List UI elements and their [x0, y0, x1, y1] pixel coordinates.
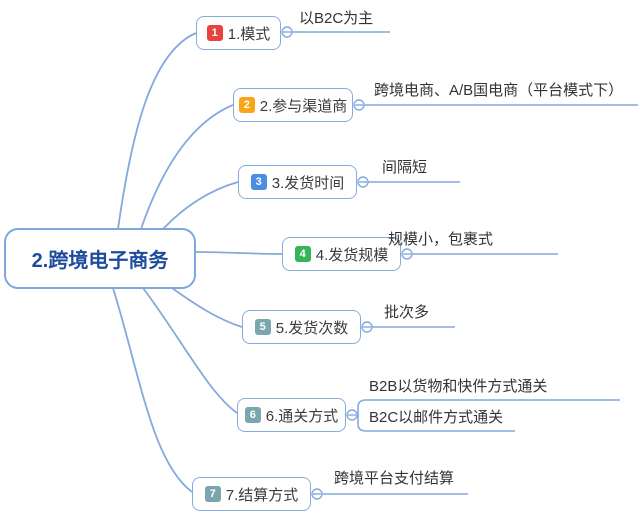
collapse-handle[interactable]	[346, 409, 358, 421]
branch-topic-6[interactable]: 6 6.通关方式	[237, 398, 346, 432]
root-topic-label: 2.跨境电子商务	[31, 250, 169, 272]
branch-topic-label: 2.参与渠道商	[259, 97, 348, 115]
branch-topic-label: 1.模式	[227, 25, 271, 43]
priority-badge: 2	[238, 97, 255, 113]
branch-topic-3[interactable]: 3 3.发货时间	[238, 165, 357, 199]
branch-topic-label: 3.发货时间	[271, 174, 345, 192]
subtopic-label[interactable]: B2B以货物和快件方式通关	[369, 378, 548, 395]
branch-curve	[171, 287, 243, 328]
collapse-handle[interactable]	[311, 488, 323, 500]
subtopic-label[interactable]: 批次多	[384, 304, 430, 321]
collapse-handle[interactable]	[361, 321, 373, 333]
branch-curve	[142, 287, 238, 414]
subtopic-label[interactable]: B2C以邮件方式通关	[369, 409, 504, 426]
branch-topic-label: 7.结算方式	[225, 486, 299, 504]
subtopic-label[interactable]: 跨境平台支付结算	[334, 470, 455, 487]
subtopic-label[interactable]: 跨境电商、A/B国电商（平台模式下）	[374, 82, 624, 99]
branch-topic-label: 5.发货次数	[275, 319, 349, 337]
subtopic-label[interactable]: 间隔短	[382, 159, 428, 176]
collapse-handle[interactable]	[401, 248, 413, 260]
priority-badge: 1	[206, 25, 223, 41]
collapse-handle[interactable]	[281, 26, 293, 38]
branch-curve	[140, 104, 234, 230]
branch-topic-label: 4.发货规模	[315, 246, 389, 264]
priority-badge: 5	[254, 319, 271, 335]
subtopic-bracket-line	[357, 399, 620, 432]
branch-topic-7[interactable]: 7 7.结算方式	[192, 477, 311, 511]
branch-topic-1[interactable]: 1 1.模式	[196, 16, 281, 50]
branch-curve	[195, 251, 283, 255]
priority-badge: 7	[204, 486, 221, 502]
collapse-handle[interactable]	[357, 176, 369, 188]
branch-curve	[117, 32, 197, 230]
subtopic-label[interactable]: 以B2C为主	[299, 10, 374, 27]
collapse-handle[interactable]	[353, 99, 365, 111]
root-topic[interactable]: 2.跨境电子商务	[4, 228, 196, 289]
branch-topic-2[interactable]: 2 2.参与渠道商	[233, 88, 353, 122]
branch-topic-5[interactable]: 5 5.发货次数	[242, 310, 361, 344]
priority-badge: 3	[250, 174, 267, 190]
branch-topic-label: 6.通关方式	[265, 407, 339, 425]
priority-badge: 4	[294, 246, 311, 262]
branch-topic-4[interactable]: 4 4.发货规模	[282, 237, 401, 271]
subtopic-label[interactable]: 规模小，包裹式	[388, 231, 494, 248]
priority-badge: 6	[244, 407, 261, 423]
branch-curve	[112, 287, 193, 493]
branch-curve	[162, 181, 239, 230]
